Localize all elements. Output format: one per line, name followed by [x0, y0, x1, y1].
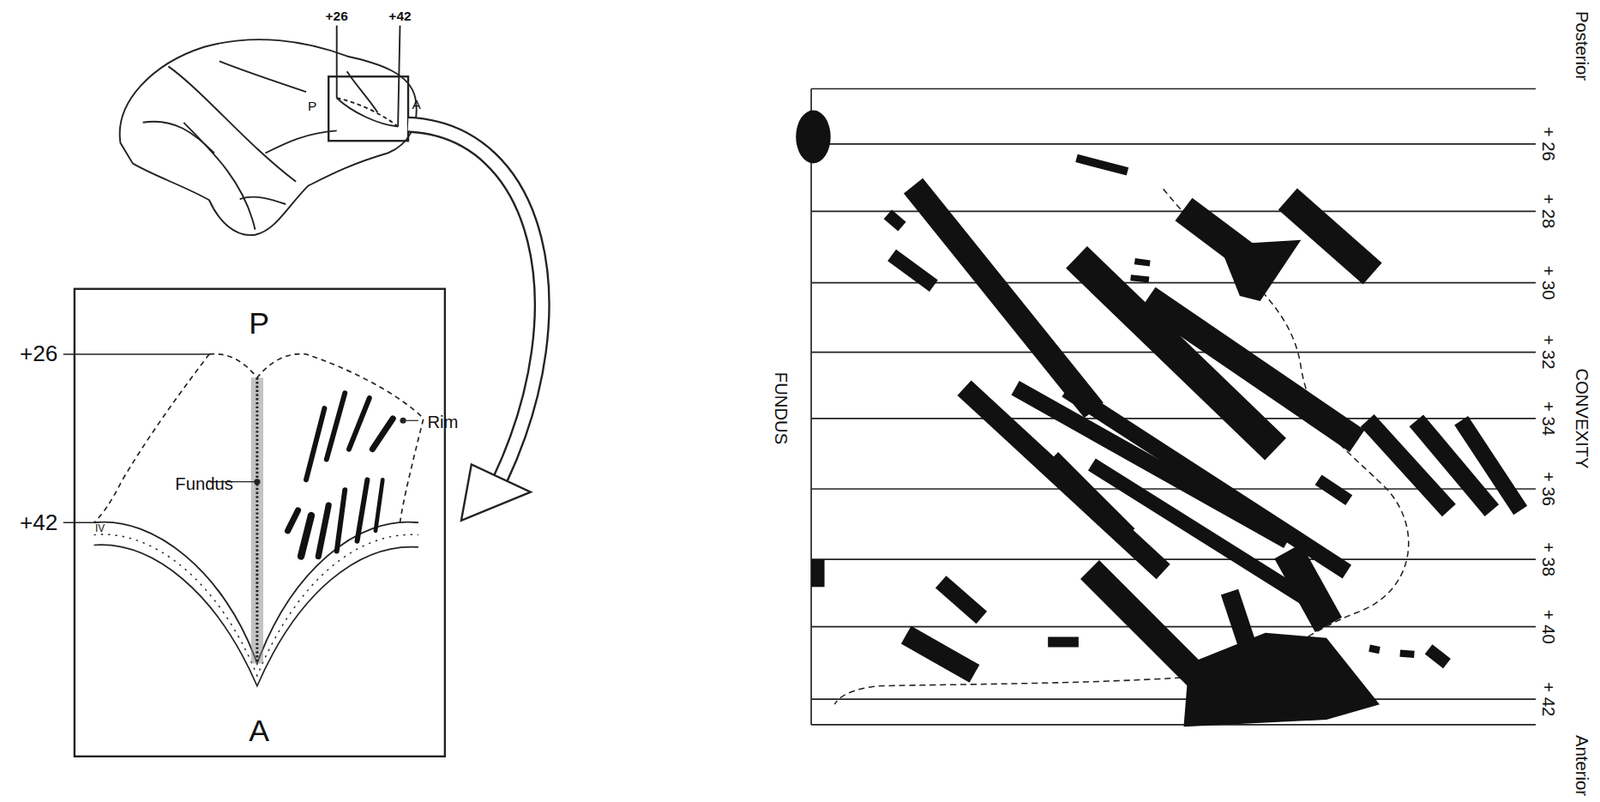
level-label: + 26	[1539, 126, 1557, 162]
area-boundary	[834, 188, 1408, 704]
direction-label: P	[307, 99, 317, 113]
level-label: + 30	[1539, 265, 1557, 301]
axis-label: Anterior	[1572, 734, 1590, 796]
structure-label: Fundus	[174, 475, 233, 493]
axis-label: FUNDUS	[771, 372, 789, 445]
map-grid	[811, 89, 1536, 725]
hollow-arrow	[408, 124, 542, 521]
axis-label: CONVEXITY	[1572, 367, 1590, 469]
level-label: +42	[388, 9, 411, 23]
level-label: +26	[325, 9, 349, 23]
level-label: +26	[19, 342, 58, 366]
sulcus-inset	[63, 354, 424, 686]
direction-label: P	[248, 307, 270, 339]
axis-label: Posterior	[1572, 11, 1590, 81]
level-label: + 36	[1539, 471, 1557, 506]
level-label: + 32	[1539, 335, 1557, 370]
structure-label: Rim	[427, 414, 459, 432]
level-label: + 28	[1539, 193, 1557, 229]
stripe-pattern	[795, 110, 1521, 728]
level-label: + 40	[1539, 609, 1557, 644]
level-label: + 34	[1539, 401, 1557, 436]
direction-label: A	[248, 715, 270, 746]
direction-label: A	[411, 97, 421, 111]
level-label: + 42	[1539, 681, 1557, 716]
inset-frame: PFundusRimA	[73, 288, 446, 758]
brain-drawing	[120, 25, 417, 235]
level-label: + 38	[1539, 541, 1557, 577]
layer-label: IV	[95, 523, 105, 534]
level-label: +42	[19, 511, 58, 534]
